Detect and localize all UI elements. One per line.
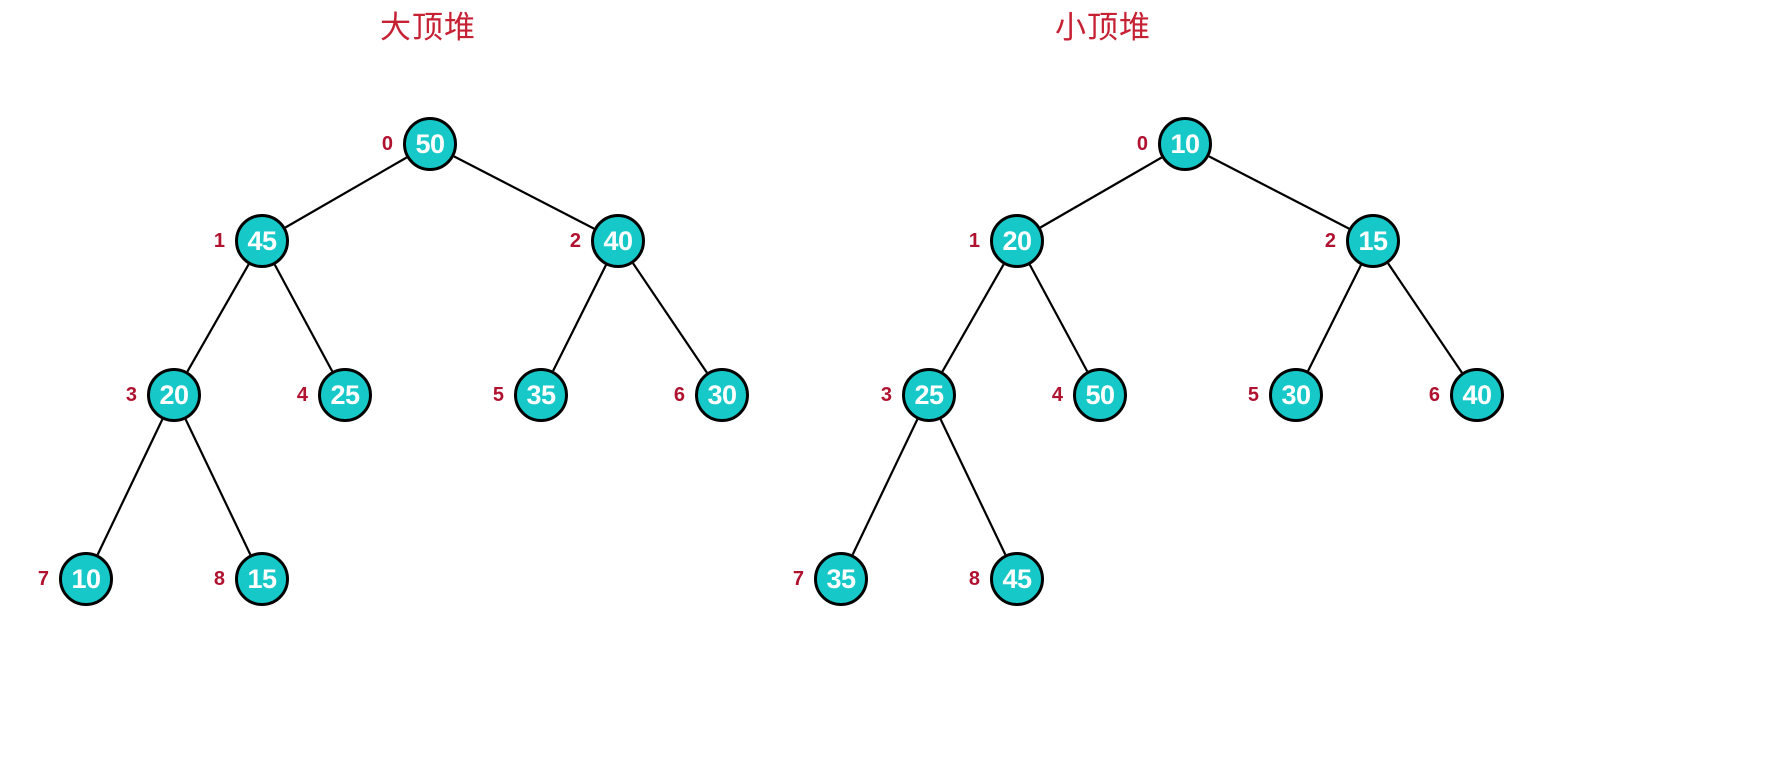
heap-node-value: 45 — [1002, 563, 1032, 594]
node-index-label: 6 — [1428, 384, 1440, 406]
min-heap-edges — [851, 155, 1463, 556]
heap-node-value: 45 — [247, 225, 277, 256]
heap-node[interactable]: 45 — [990, 552, 1044, 606]
tree-edge — [1208, 155, 1350, 230]
heap-node[interactable]: 10 — [1158, 117, 1212, 171]
tree-edge — [284, 156, 408, 229]
node-index-label: 7 — [37, 568, 49, 590]
heap-node-value: 25 — [330, 379, 360, 410]
heap-node[interactable]: 25 — [318, 368, 372, 422]
max-heap-edges — [96, 155, 708, 556]
tree-edge — [632, 262, 708, 374]
tree-edge — [273, 264, 334, 372]
tree-edge — [1028, 264, 1089, 372]
min-heap-title: 小顶堆 — [1055, 10, 1151, 45]
node-index-label: 0 — [381, 133, 393, 155]
heap-node[interactable]: 30 — [695, 368, 749, 422]
heap-node-value: 50 — [1085, 379, 1115, 410]
heap-node[interactable]: 50 — [1073, 368, 1127, 422]
tree-edge — [96, 418, 164, 556]
heap-node-value: 10 — [71, 563, 101, 594]
node-index-label: 7 — [792, 568, 804, 590]
heap-node-value: 10 — [1170, 128, 1200, 159]
tree-edge — [1039, 156, 1163, 229]
heap-node-value: 40 — [1462, 379, 1492, 410]
node-index-label: 0 — [1136, 133, 1148, 155]
max-heap-tree: 大顶堆 0 50 1 45 2 40 3 20 4 25 5 35 6 30 7 10 8 15 — [37, 10, 749, 606]
heap-node[interactable]: 45 — [235, 214, 289, 268]
tree-edge — [552, 264, 607, 372]
heap-node[interactable]: 20 — [147, 368, 201, 422]
heap-node[interactable]: 30 — [1269, 368, 1323, 422]
heap-node-value: 15 — [247, 563, 277, 594]
heap-node[interactable]: 15 — [1346, 214, 1400, 268]
node-index-label: 5 — [492, 384, 504, 406]
node-index-label: 2 — [1324, 230, 1336, 252]
heap-node[interactable]: 40 — [1450, 368, 1504, 422]
heap-node[interactable]: 15 — [235, 552, 289, 606]
heap-node[interactable]: 20 — [990, 214, 1044, 268]
tree-edge — [186, 263, 250, 373]
tree-edge — [851, 418, 919, 556]
min-heap-tree: 小顶堆 0 10 1 20 2 15 3 25 4 50 5 30 6 40 7 35 8 45 — [755, 0, 1651, 776]
tree-edge — [939, 418, 1007, 556]
heap-node[interactable]: 50 — [403, 117, 457, 171]
heap-node-value: 35 — [526, 379, 556, 410]
node-index-label: 4 — [296, 384, 308, 406]
heap-node-value: 20 — [159, 379, 189, 410]
node-index-label: 2 — [569, 230, 581, 252]
tree-edge — [184, 418, 252, 556]
node-index-label: 1 — [968, 230, 980, 252]
tree-edge — [941, 263, 1005, 373]
heap-node-value: 50 — [415, 128, 445, 159]
tree-edge — [453, 155, 595, 230]
heap-node-value: 35 — [826, 563, 856, 594]
tree-edge — [1307, 264, 1362, 372]
heap-node-value: 20 — [1002, 225, 1032, 256]
heap-node-value: 30 — [707, 379, 737, 410]
node-index-label: 1 — [213, 230, 225, 252]
heap-node-value: 25 — [914, 379, 944, 410]
node-index-label: 3 — [880, 384, 892, 406]
node-index-label: 4 — [1051, 384, 1063, 406]
heap-node[interactable]: 25 — [902, 368, 956, 422]
heap-node-value: 40 — [603, 225, 633, 256]
heap-node[interactable]: 40 — [591, 214, 645, 268]
heap-node[interactable]: 10 — [59, 552, 113, 606]
heap-node-value: 15 — [1358, 225, 1388, 256]
node-index-label: 3 — [125, 384, 137, 406]
node-index-label: 8 — [968, 568, 980, 590]
heap-node[interactable]: 35 — [814, 552, 868, 606]
node-index-label: 5 — [1247, 384, 1259, 406]
tree-edge — [1387, 262, 1463, 374]
node-index-label: 8 — [213, 568, 225, 590]
heap-node[interactable]: 35 — [514, 368, 568, 422]
heap-node-value: 30 — [1281, 379, 1311, 410]
max-heap-title: 大顶堆 — [380, 10, 476, 45]
node-index-label: 6 — [673, 384, 685, 406]
